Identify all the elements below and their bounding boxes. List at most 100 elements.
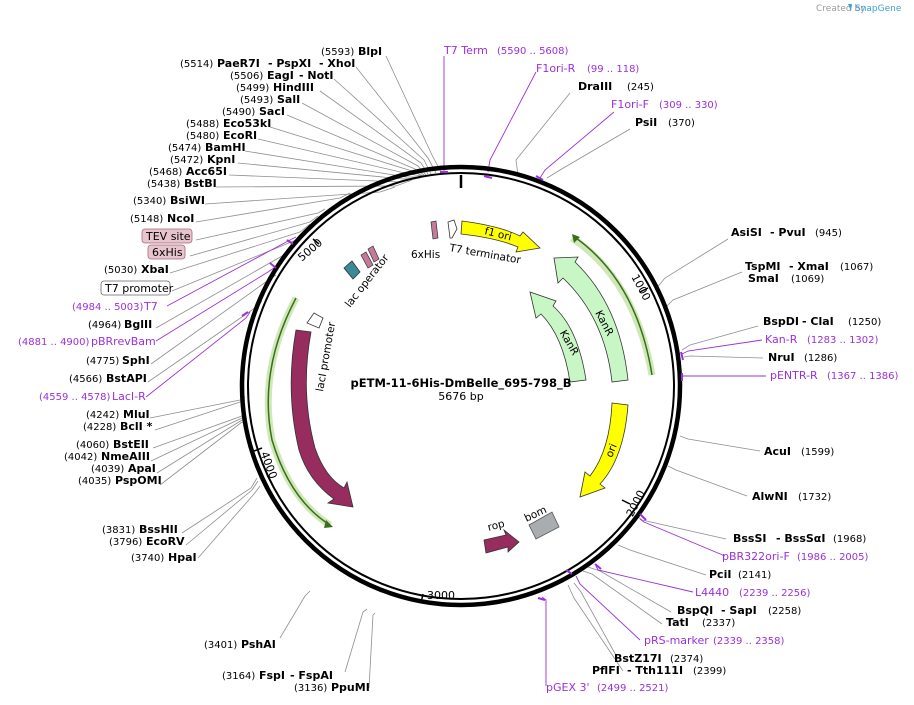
ppumi-name[interactable]: PpuMI (331, 681, 370, 694)
xhoi-name[interactable]: - XhoI (319, 57, 355, 70)
sapi-name[interactable]: - SapI (721, 604, 757, 617)
bsiwi-name[interactable]: BsiWI (170, 194, 205, 207)
noti-name[interactable]: - NotI (299, 69, 334, 82)
f1orir-name[interactable]: F1ori-R (536, 62, 576, 75)
tati-name[interactable]: TatI (666, 616, 689, 629)
t7term-pos: (5590 .. 5608) (497, 46, 569, 57)
xmai-name[interactable]: - XmaI (789, 260, 829, 273)
bsssai-name[interactable]: - BssSαI (776, 532, 825, 545)
tick-label-3000: 3000 (427, 589, 455, 602)
nrui-name[interactable]: NruI (768, 351, 795, 364)
rop-arrow[interactable] (483, 528, 520, 554)
bspqi-name[interactable]: BspQI (677, 604, 713, 617)
saci-name[interactable]: SacI (259, 105, 285, 118)
pgex3-name[interactable]: pGEX 3' (546, 681, 590, 694)
xbai-pos: (5030) (104, 265, 137, 276)
pspomi-name[interactable]: PspOMI (115, 474, 162, 487)
prsmarker-name[interactable]: pRS-marker (644, 634, 709, 647)
f1orif-name[interactable]: F1ori-F (611, 98, 649, 111)
smai-name[interactable]: SmaI (748, 272, 779, 285)
laci-promoter-arrow[interactable] (306, 312, 324, 329)
hindiii-name[interactable]: HindIII (273, 81, 314, 94)
apai-name[interactable]: ApaI (128, 462, 156, 475)
bglii-name[interactable]: BglII (124, 318, 152, 331)
fspi-name[interactable]: FspI (259, 669, 285, 682)
t7-name[interactable]: T7 (143, 300, 158, 313)
pspxi-name[interactable]: - PspXI (268, 57, 311, 70)
kanr-line-arrow (572, 234, 580, 243)
snapgene-icon (848, 4, 852, 11)
f1-ori-arrow[interactable] (460, 220, 541, 253)
acc65i-name[interactable]: Acc65I (186, 165, 227, 178)
tev-site-box[interactable] (141, 228, 193, 244)
t7-promoter-box[interactable] (100, 280, 171, 296)
sphi-name[interactable]: SphI (122, 354, 150, 367)
fspai-name[interactable]: - FspAI (290, 669, 333, 682)
psii-name[interactable]: PsiI (635, 116, 657, 129)
lac-operator-box[interactable] (343, 260, 361, 280)
pflfi-name[interactable]: PflFI (592, 664, 620, 677)
bstapi-name[interactable]: BstAPI (106, 372, 147, 385)
kanr-primer-name[interactable]: Kan-R (765, 333, 798, 346)
his6-marker-2[interactable] (430, 220, 439, 240)
bspdi-pos: (1250) (848, 317, 881, 328)
ecori-name[interactable]: EcoRI (223, 129, 257, 142)
kanr-arrow[interactable] (553, 256, 629, 383)
sali-name[interactable]: SalI (277, 93, 300, 106)
bamhi-pos: (5474) (168, 143, 201, 154)
pbr322orif-name[interactable]: pBR322ori-F (722, 550, 790, 563)
bstbi-name[interactable]: BstBI (184, 177, 217, 190)
kanr-line (575, 237, 653, 376)
paer7i-name[interactable]: PaeR7I (217, 57, 260, 70)
pbrrevbam-name[interactable]: pBRrevBam (91, 335, 156, 348)
pentrr-name[interactable]: pENTR-R (770, 369, 818, 382)
mlui-name[interactable]: MluI (123, 408, 150, 421)
bamhi-name[interactable]: BamHI (205, 141, 246, 154)
eagi-name[interactable]: EagI (267, 69, 294, 82)
clai-name[interactable]: - ClaI (802, 315, 834, 328)
nmeaiii-pos: (4042) (64, 452, 97, 463)
ori-arrow[interactable] (579, 402, 629, 498)
t7term-name[interactable]: T7 Term (443, 44, 488, 57)
eco53ki-pos: (5488) (186, 119, 219, 130)
his6-box[interactable] (147, 244, 186, 260)
alwni-name[interactable]: AlwNI (752, 490, 788, 503)
bom-box[interactable] (528, 511, 560, 540)
tati-pos: (2337) (702, 618, 735, 629)
pvui-name[interactable]: - PvuI (770, 226, 806, 239)
laci-promoter-label: lacI promoter (314, 321, 338, 393)
laci-arrow[interactable] (290, 329, 354, 508)
hpai-name[interactable]: HpaI (168, 551, 197, 564)
bsshii-name[interactable]: BssHII (139, 523, 178, 536)
lacir-name[interactable]: LacI-R (112, 390, 146, 403)
tth111i-name[interactable]: - Tth111I (627, 664, 683, 677)
ncoi-name[interactable]: NcoI (167, 212, 194, 225)
his6-marker-1[interactable] (360, 251, 374, 269)
asisi-name[interactable]: AsiSI (731, 226, 762, 239)
bstz17i-name[interactable]: BstZ17I (614, 652, 662, 665)
eagi-pos: (5506) (230, 71, 263, 82)
bsssi-name[interactable]: BssSI (733, 532, 767, 545)
prsmarker-pos: (2339 .. 2358) (713, 636, 785, 647)
acui-name[interactable]: AcuI (764, 445, 791, 458)
tspmi-name[interactable]: TspMI (745, 260, 781, 273)
kanr-inner-arrow[interactable] (529, 291, 587, 383)
tev-marker[interactable] (367, 245, 380, 263)
pcii-name[interactable]: PciI (709, 568, 731, 581)
bcli-name[interactable]: BclI * (120, 420, 153, 433)
nmeaiii-name[interactable]: NmeAIII (101, 450, 150, 463)
kpni-name[interactable]: KpnI (207, 153, 235, 166)
bspdi-name[interactable]: BspDI (763, 315, 799, 328)
l4440-name[interactable]: L4440 (695, 586, 729, 599)
pshai-name[interactable]: PshAI (241, 638, 276, 651)
bsteii-name[interactable]: BstEII (113, 438, 149, 451)
ecorv-name[interactable]: EcoRV (146, 535, 185, 548)
eco53ki-name[interactable]: Eco53kI (223, 117, 271, 130)
t7-terminator-marker[interactable] (447, 219, 458, 239)
fspi-pos: (3164) (222, 671, 255, 682)
draiii-name[interactable]: DraIII (578, 80, 612, 93)
bsteii-pos: (4060) (76, 440, 109, 451)
blpi-name[interactable]: BlpI (358, 45, 382, 58)
xbai-name[interactable]: XbaI (141, 263, 169, 276)
t7-promoter-label: T7 promoter (104, 282, 174, 295)
